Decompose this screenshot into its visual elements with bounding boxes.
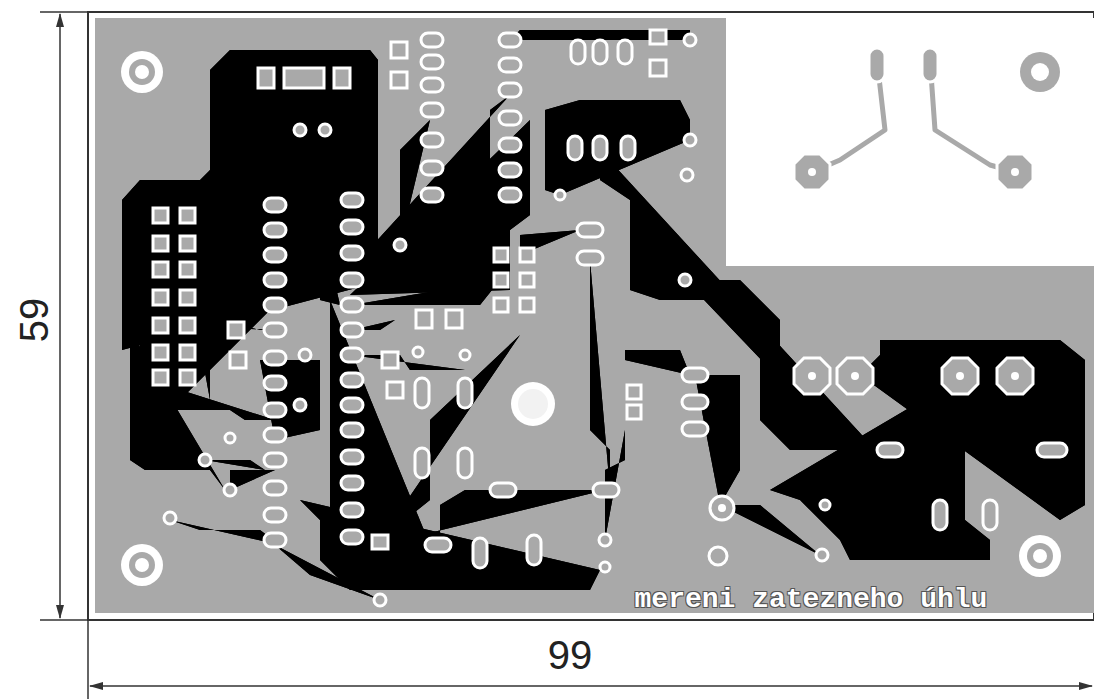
- pad-column: [264, 33, 1067, 568]
- dimension-text: 59: [14, 298, 54, 343]
- drill-hole: [718, 168, 1019, 512]
- dimension-line: [40, 12, 1092, 699]
- copper-pour: [95, 18, 1094, 613]
- silkscreen-text: mereni zatezneho úhlu: [635, 586, 988, 614]
- copper-free-area: [726, 18, 1094, 266]
- trace: [812, 60, 1015, 172]
- board-outline: [88, 12, 1094, 620]
- trace: [122, 30, 1085, 600]
- dimension-text: 99: [548, 635, 593, 675]
- octagon-pad: [709, 154, 1033, 565]
- smd-pad: [153, 30, 666, 549]
- trace-isolation: [122, 30, 1085, 600]
- via: [164, 34, 830, 606]
- mounting-hole: [121, 51, 1061, 586]
